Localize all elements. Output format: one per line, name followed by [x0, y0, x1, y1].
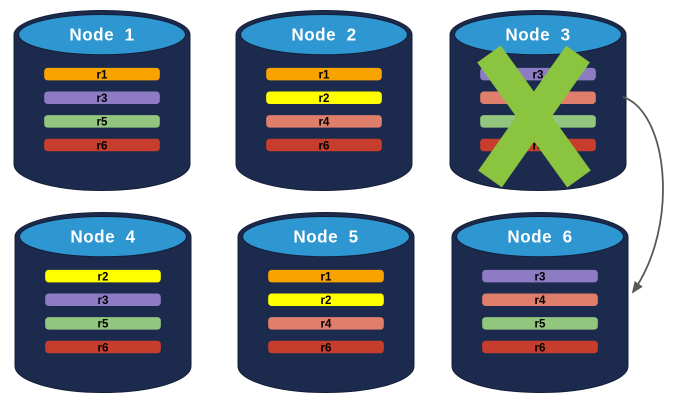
- replica-bar-r1: [266, 67, 382, 81]
- node-title: Node 6: [507, 228, 572, 247]
- replica-bar-r5: [482, 317, 598, 330]
- replica-bar-r4: [482, 293, 598, 307]
- cylinder-top: [242, 216, 410, 258]
- replica-label: r6: [97, 140, 108, 152]
- database-cylinder-icon: Node 6 r3 r4 r5 r6: [451, 211, 629, 393]
- database-cylinder-icon: Node 4 r2 r3 r5 r6: [14, 211, 192, 393]
- replica-label: r5: [535, 319, 546, 331]
- node-6: Node 6 r3 r4 r5 r6: [450, 210, 630, 396]
- replica-label: r1: [97, 69, 108, 81]
- database-cylinder-icon: Node 3 r3 r4 r5 r6: [449, 9, 627, 191]
- replica-bar-r4: [268, 317, 384, 330]
- replica-bar-r5: [45, 317, 161, 330]
- cylinder-top: [19, 216, 187, 258]
- replica-bar-r2: [266, 91, 382, 105]
- replica-label: r2: [98, 271, 109, 283]
- replica-label: r3: [98, 295, 109, 307]
- replica-label: r5: [98, 319, 109, 331]
- replica-bar-r5: [44, 115, 160, 128]
- database-cylinder-icon: Node 1 r1 r3 r5 r6: [13, 9, 191, 191]
- replica-label: r5: [97, 117, 108, 129]
- replica-bar-r3: [45, 293, 161, 307]
- database-cylinder-icon: Node 5 r1 r2 r4 r6: [237, 211, 415, 393]
- replica-label: r3: [97, 93, 108, 105]
- replica-label: r4: [321, 319, 332, 331]
- replica-label: r3: [535, 271, 546, 283]
- node-title: Node 3: [505, 26, 570, 45]
- node-title: Node 5: [293, 228, 358, 247]
- replica-bar-r6: [45, 340, 161, 354]
- replica-label: r6: [98, 342, 109, 354]
- replica-label: r4: [319, 117, 330, 129]
- replica-label: r3: [533, 69, 544, 81]
- replica-label: r6: [533, 140, 544, 152]
- replica-label: r6: [535, 342, 546, 354]
- replica-label: r4: [535, 295, 546, 307]
- replica-label: r4: [533, 93, 544, 105]
- replica-bar-r6: [266, 138, 382, 152]
- node-title: Node 1: [69, 26, 134, 45]
- database-cylinder-icon: Node 2 r1 r2 r4 r6: [235, 9, 413, 191]
- node-title: Node 4: [70, 228, 135, 247]
- replica-label: r1: [319, 69, 330, 81]
- node-4: Node 4 r2 r3 r5 r6: [13, 210, 193, 396]
- node-2: Node 2 r1 r2 r4 r6: [234, 8, 414, 194]
- replica-label: r6: [321, 342, 332, 354]
- replica-label: r5: [533, 117, 544, 129]
- replica-bar-r6: [482, 340, 598, 354]
- replica-bar-r3: [482, 269, 598, 283]
- replica-bar-r1: [44, 67, 160, 81]
- replica-bar-r2: [268, 293, 384, 307]
- replica-bar-r6: [268, 340, 384, 354]
- replica-bar-r4: [266, 115, 382, 128]
- replica-bar-r1: [268, 269, 384, 283]
- replica-bar-r3: [44, 91, 160, 105]
- node-3-failed: Node 3 r3 r4 r5 r6: [448, 8, 628, 194]
- replica-bar-r2: [45, 269, 161, 283]
- replica-label: r2: [319, 93, 330, 105]
- replica-label: r1: [321, 271, 332, 283]
- node-1: Node 1 r1 r3 r5 r6: [12, 8, 192, 194]
- replica-label: r2: [321, 295, 332, 307]
- node-title: Node 2: [291, 26, 356, 45]
- replica-label: r6: [319, 140, 330, 152]
- replica-bar-r6: [44, 138, 160, 152]
- cylinder-top: [240, 14, 408, 56]
- cylinder-top: [18, 14, 186, 56]
- node-5: Node 5 r1 r2 r4 r6: [236, 210, 416, 396]
